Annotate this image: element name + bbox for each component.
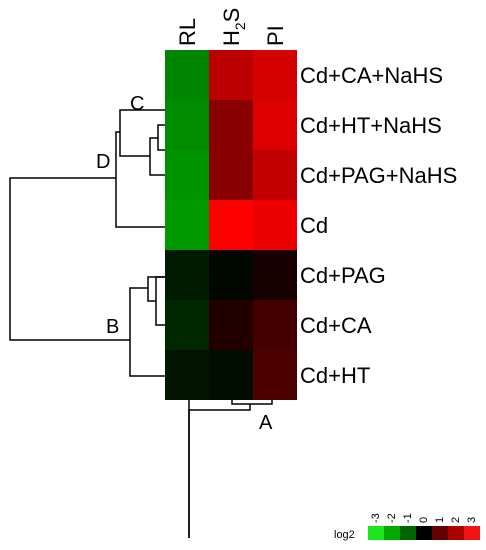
- row-label-cd-ht-nahs: Cd+HT+NaHS: [300, 113, 442, 138]
- column-label-pi: PI: [263, 25, 288, 46]
- heatmap-cell-cd-ca-h2s: [209, 300, 253, 350]
- legend-swatch: [448, 526, 464, 540]
- dendrogram-labels: A B C D: [96, 93, 273, 434]
- heatmap-cell-cd-ht-pi: [253, 350, 297, 400]
- dendrogram-column-branch: [231, 400, 273, 405]
- heatmap-cell-cd-pag-rl: [165, 250, 209, 300]
- heatmap-cell-cd-ca-pi: [253, 300, 297, 350]
- heatmap-cells: [165, 50, 297, 400]
- legend-tick-label: 2: [450, 517, 462, 523]
- heatmap-cell-cd-rl: [165, 200, 209, 250]
- dendrogram: [9, 109, 273, 538]
- heatmap-cell-cd-h2s: [209, 200, 253, 250]
- dendrogram-row-branch: [129, 287, 165, 377]
- legend-tick-label: 3: [466, 517, 478, 523]
- heatmap-cell-cd-pag-nahs-h2s: [209, 150, 253, 200]
- column-labels: RL H2S PI: [175, 8, 288, 46]
- row-label-cd: Cd: [300, 213, 328, 238]
- heatmap-cell-cd-pag-pi: [253, 250, 297, 300]
- legend-tick-label: -3: [370, 513, 382, 523]
- row-label-cd-ca: Cd+CA: [300, 313, 372, 338]
- dendrogram-row-branch: [157, 124, 165, 151]
- legend-swatch: [464, 526, 480, 540]
- cluster-label-d: D: [96, 151, 110, 173]
- heatmap-cell-cd-ca-nahs-h2s: [209, 50, 253, 100]
- column-label-rl: RL: [175, 18, 200, 46]
- legend-tick-label: 1: [434, 517, 446, 523]
- dendrogram-row-branch: [147, 276, 165, 302]
- legend-tick-label: -1: [402, 513, 414, 523]
- heatmap-cell-cd-pag-h2s: [209, 250, 253, 300]
- heatmap-cell-cd-ht-nahs-h2s: [209, 100, 253, 150]
- legend-tick-label: 0: [418, 517, 430, 523]
- dendrogram-row-branch: [155, 276, 165, 326]
- row-label-cd-ht: Cd+HT: [300, 363, 370, 388]
- column-label-h2s: H2S: [219, 8, 248, 46]
- cluster-label-a: A: [259, 412, 273, 434]
- cluster-label-c: C: [130, 93, 144, 115]
- legend-swatch: [384, 526, 400, 540]
- legend-swatch: [368, 526, 384, 540]
- legend-swatch: [416, 526, 432, 540]
- legend-title: log2: [334, 529, 355, 541]
- legend-tick-label: -2: [386, 513, 398, 523]
- heatmap-cell-cd-pi: [253, 200, 297, 250]
- heatmap-cell-cd-ca-nahs-rl: [165, 50, 209, 100]
- cluster-label-b: B: [106, 316, 119, 338]
- legend-swatches: [368, 526, 480, 540]
- row-label-cd-pag: Cd+PAG: [300, 263, 386, 288]
- heatmap-cell-cd-ca-rl: [165, 300, 209, 350]
- heatmap-cell-cd-ca-nahs-pi: [253, 50, 297, 100]
- heatmap-cell-cd-ht-rl: [165, 350, 209, 400]
- dendrogram-row-branch: [119, 109, 165, 157]
- row-label-cd-pag-nahs: Cd+PAG+NaHS: [300, 163, 457, 188]
- heatmap-cell-cd-pag-nahs-rl: [165, 150, 209, 200]
- heatmap-cell-cd-ht-nahs-rl: [165, 100, 209, 150]
- dendrogram-row-branch: [9, 177, 130, 341]
- heatmap-cell-cd-ht-h2s: [209, 350, 253, 400]
- heatmap-cell-cd-pag-nahs-pi: [253, 150, 297, 200]
- dendrogram-row-branch: [115, 131, 165, 228]
- row-label-cd-ca-nahs: Cd+CA+NaHS: [300, 63, 443, 88]
- legend-swatch: [432, 526, 448, 540]
- dendrogram-column-branch: [188, 404, 251, 538]
- heatmap-cell-cd-ht-nahs-pi: [253, 100, 297, 150]
- legend-swatch: [400, 526, 416, 540]
